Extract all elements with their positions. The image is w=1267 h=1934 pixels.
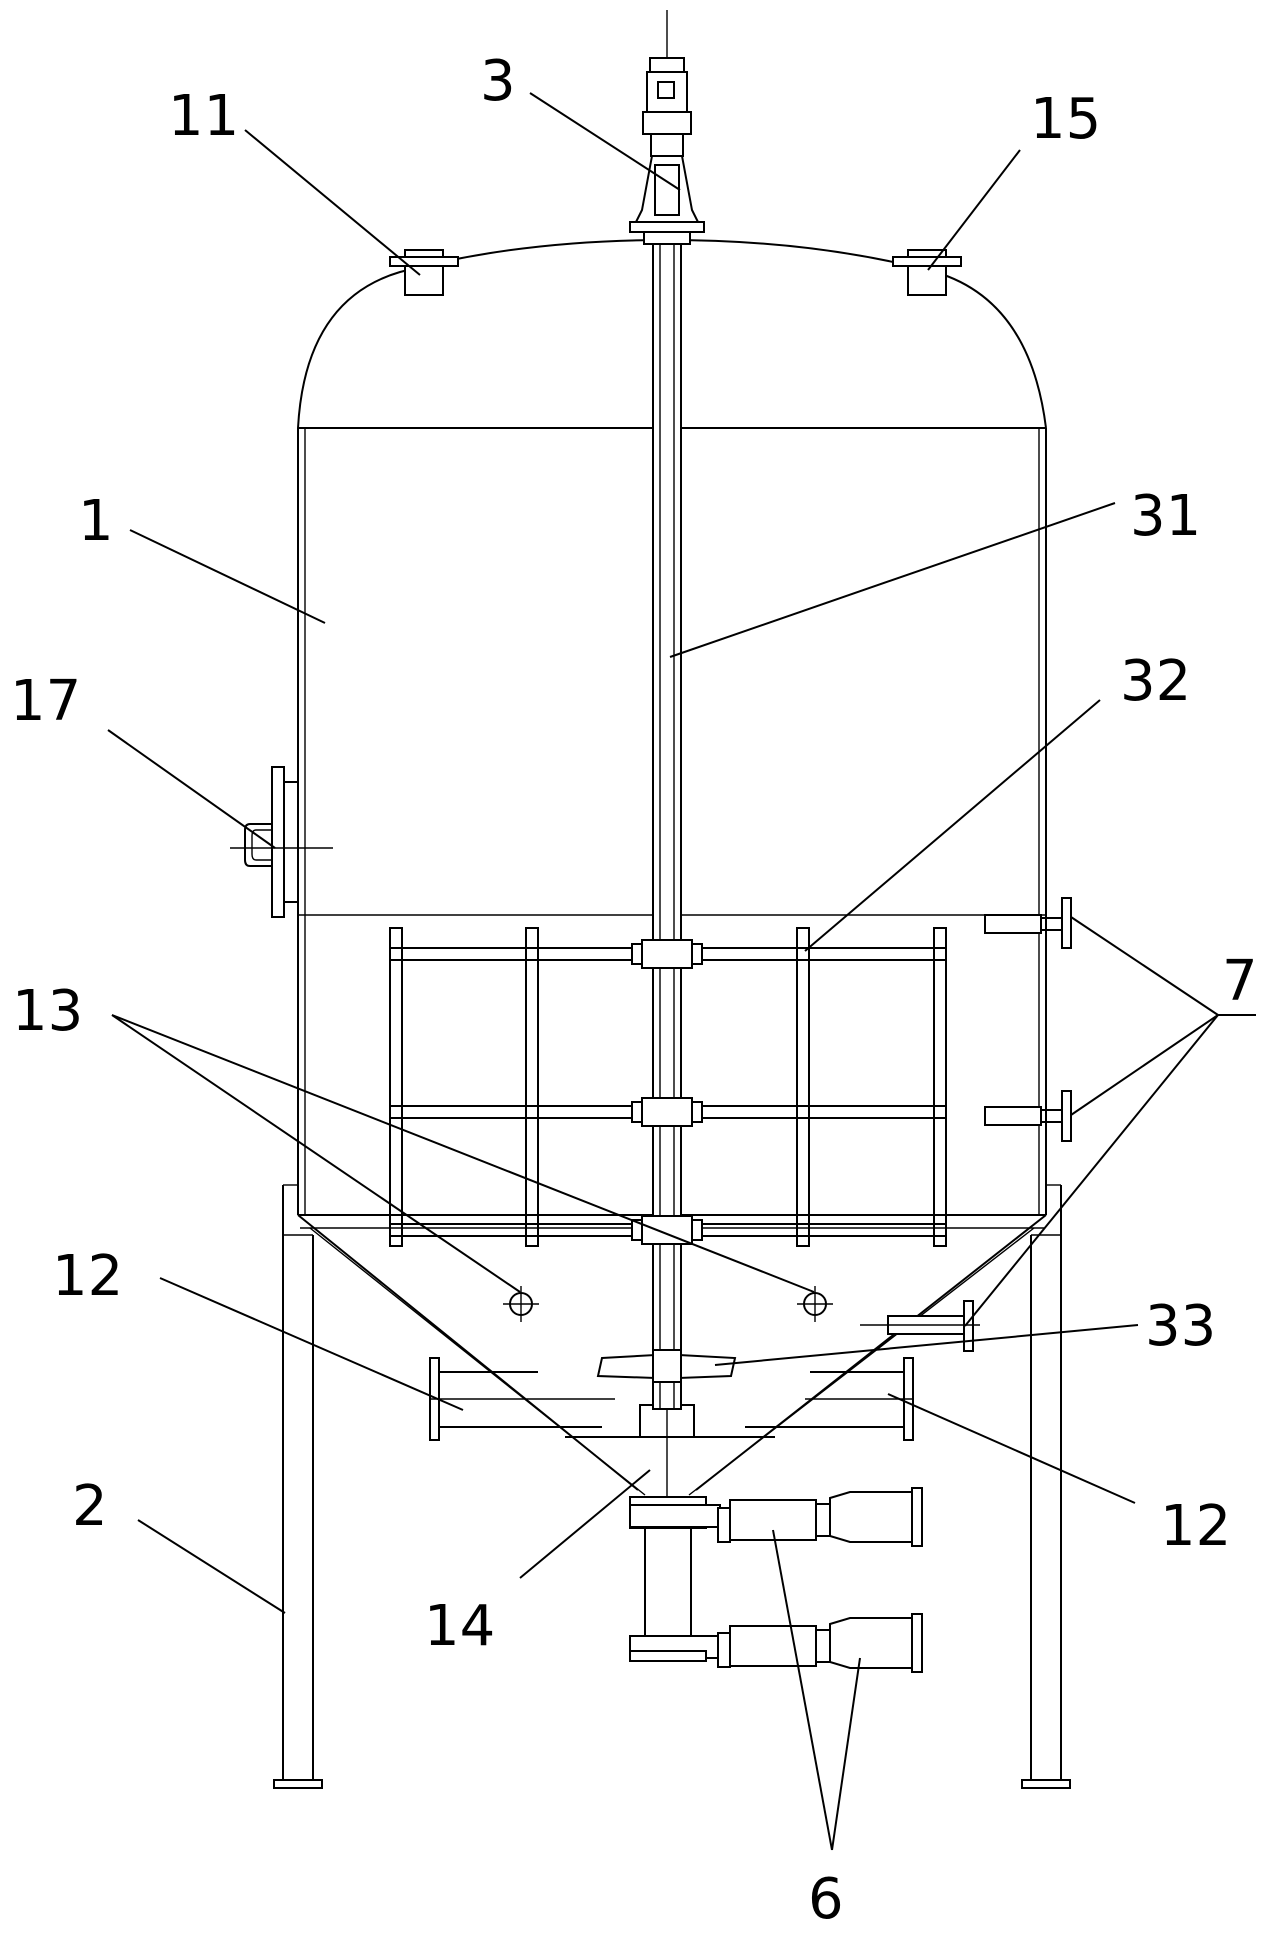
label-6: 6: [808, 1867, 844, 1932]
nozzle-15: [892, 249, 962, 296]
label-32: 32: [1120, 649, 1191, 714]
leader-7-c: [964, 1014, 1219, 1327]
leader-32: [804, 699, 1101, 952]
inlet-pipe-12-left: [429, 1357, 615, 1441]
leader-2: [137, 1519, 286, 1614]
label-14: 14: [424, 1594, 495, 1659]
leader-17: [107, 729, 276, 849]
frame-agitator-32: [389, 927, 947, 1247]
leader-6-a: [772, 1529, 833, 1851]
support-legs: [273, 1184, 1071, 1789]
leader-31: [669, 502, 1116, 658]
label-13: 13: [12, 979, 83, 1044]
label-11: 11: [168, 84, 239, 149]
label-12-left: 12: [52, 1244, 123, 1309]
agitator-shaft-31: [652, 243, 682, 1410]
inlet-pipe-12-right: [745, 1357, 914, 1441]
side-nozzle-7-upper: [984, 897, 1072, 949]
label-2: 2: [72, 1474, 108, 1539]
leader-15: [927, 149, 1021, 271]
leader-12-right: [887, 1393, 1136, 1504]
label-7: 7: [1222, 949, 1258, 1014]
leader-1: [129, 529, 326, 624]
label-33: 33: [1145, 1294, 1216, 1359]
callout-labels: 1 2 3 6 7 11 12 12 13 14 15 17 31 32 33: [10, 49, 1258, 1932]
label-15: 15: [1030, 87, 1101, 152]
leader-33: [714, 1324, 1139, 1366]
leader-7-a: [1070, 916, 1219, 1016]
leader-14: [519, 1469, 651, 1579]
nozzle-11: [389, 249, 459, 296]
leader-3: [529, 92, 681, 191]
leader-6-b: [831, 1657, 861, 1851]
label-17: 17: [10, 669, 81, 734]
bottom-paddle-33: [596, 1349, 737, 1383]
side-nozzle-7-cone: [860, 1300, 980, 1352]
leader-13-a: [111, 1014, 521, 1293]
label-3: 3: [480, 49, 516, 114]
side-nozzle-7-middle: [984, 1090, 1072, 1142]
sight-hole-13-left: [503, 1286, 539, 1322]
sight-hole-13-right: [797, 1286, 833, 1322]
leader-11: [244, 129, 421, 276]
manhole-17: [230, 766, 333, 918]
leader-12-left: [159, 1277, 464, 1411]
label-1: 1: [78, 489, 114, 554]
leader-13-b: [111, 1014, 815, 1293]
pneumatic-valve-6-lower: [629, 1613, 923, 1673]
agitator-drive-3: [629, 57, 705, 245]
leader-7-b: [1070, 1014, 1219, 1116]
leader-lines: [107, 92, 1256, 1851]
label-31: 31: [1130, 484, 1201, 549]
label-12-right: 12: [1160, 1494, 1231, 1559]
tank-body: [297, 238, 1047, 1496]
